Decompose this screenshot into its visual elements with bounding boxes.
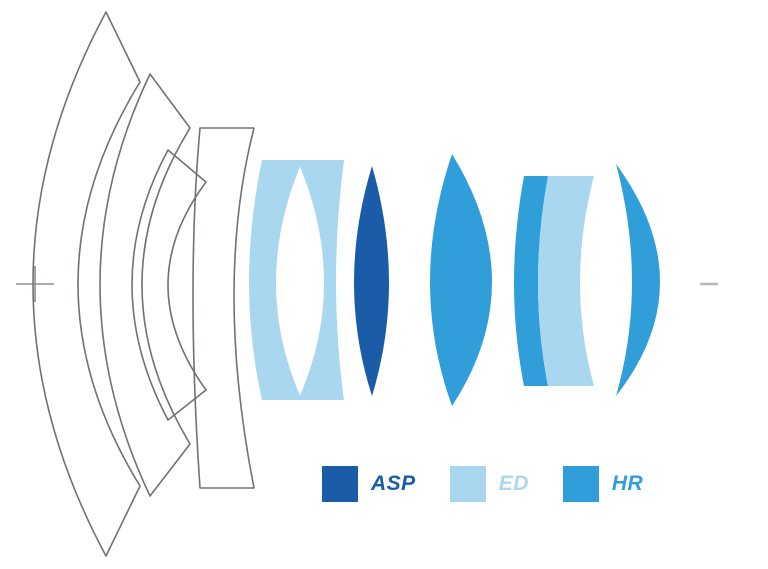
middle-hr-element bbox=[430, 154, 492, 406]
group1-asp-element bbox=[354, 166, 389, 396]
doublet-ed-element bbox=[538, 176, 594, 386]
optical-axis-cross bbox=[16, 266, 54, 302]
group1-white-element bbox=[274, 161, 326, 401]
rear-hr-element bbox=[616, 164, 660, 396]
ed-legend-label: ED bbox=[498, 472, 529, 495]
doublet-hr-element bbox=[514, 176, 548, 386]
ed-color-swatch bbox=[449, 466, 486, 502]
front-element-outline bbox=[32, 11, 141, 557]
second-element-outline bbox=[99, 73, 191, 497]
legend-item-ed: ED bbox=[449, 466, 529, 502]
legend: ASP ED HR bbox=[322, 466, 643, 502]
legend-item-asp: ASP bbox=[322, 466, 416, 502]
hr-legend-label: HR bbox=[611, 472, 644, 495]
hr-color-swatch bbox=[562, 466, 599, 502]
fourth-element-outline bbox=[192, 127, 255, 489]
asp-legend-label: ASP bbox=[371, 472, 416, 495]
third-element-outline bbox=[131, 149, 207, 421]
legend-item-hr: HR bbox=[562, 466, 644, 502]
asp-color-swatch bbox=[322, 466, 358, 502]
